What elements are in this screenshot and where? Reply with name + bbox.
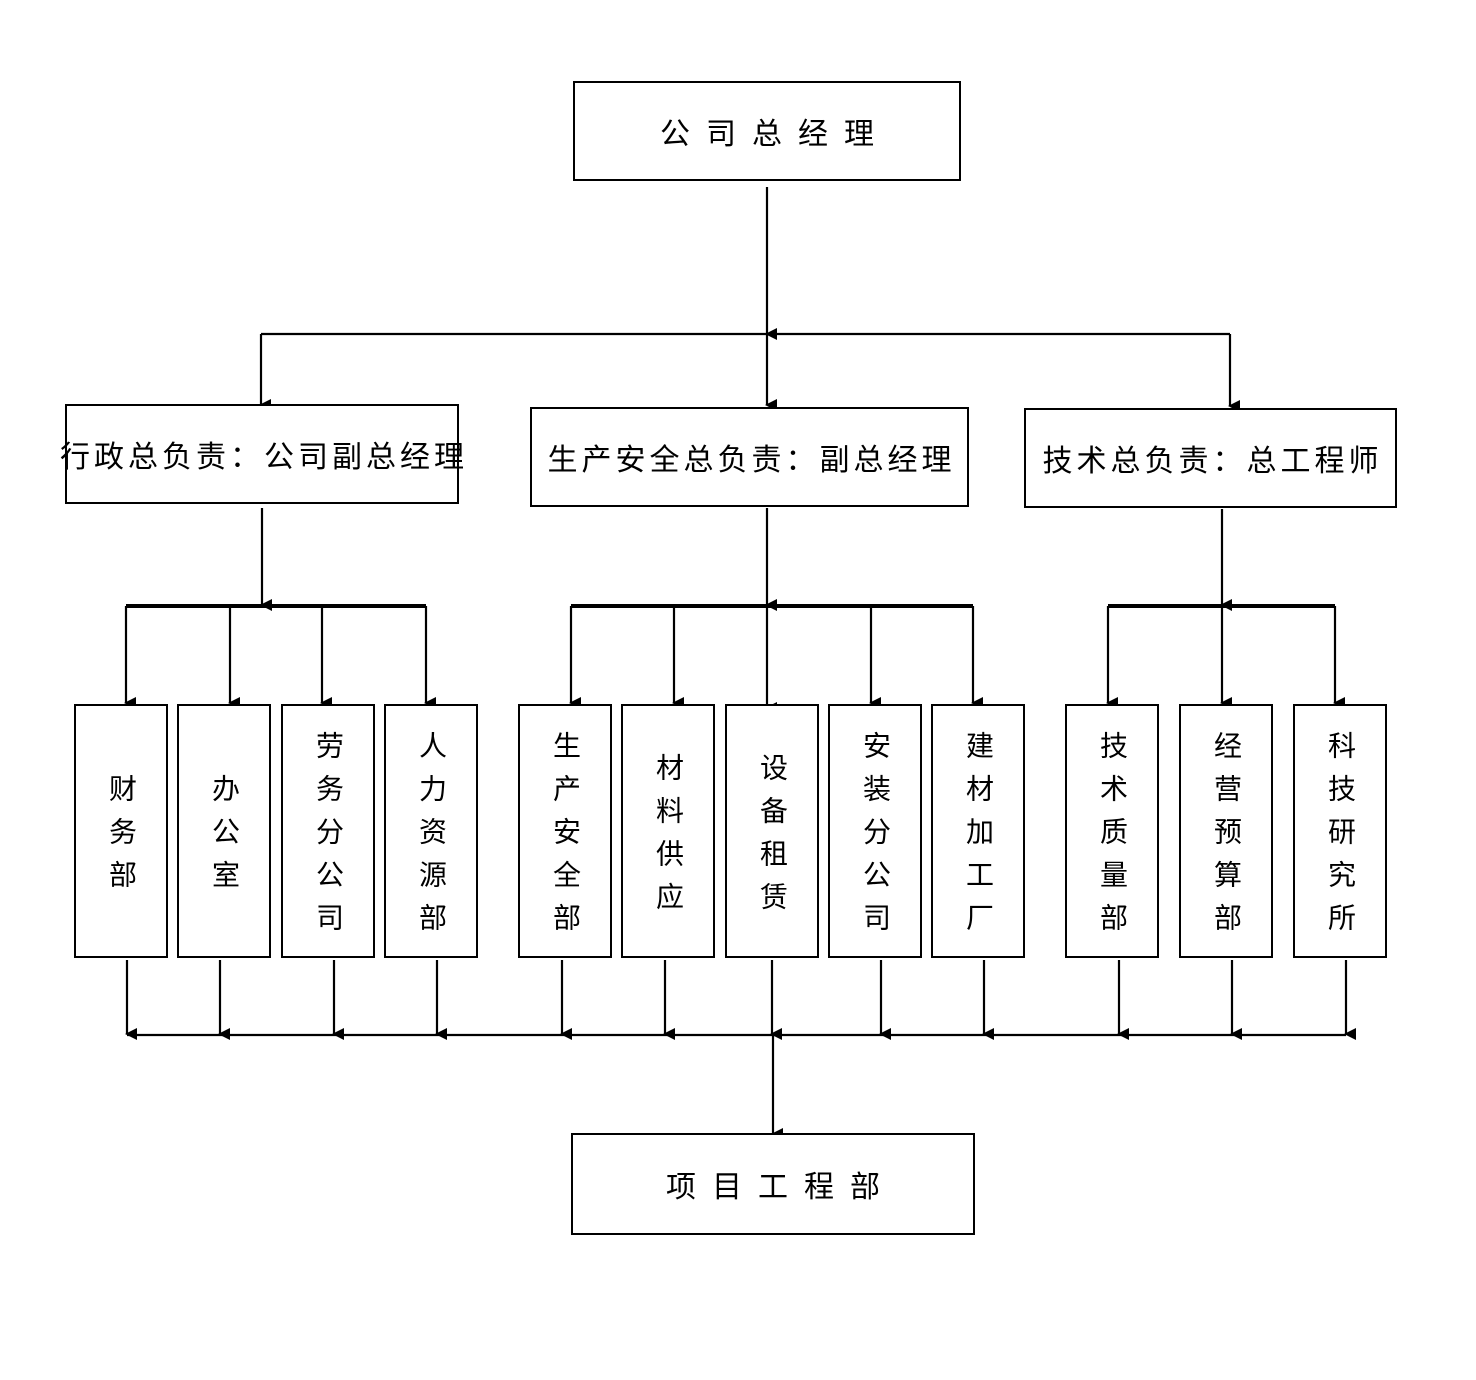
node-dept-research: 科技研究所 [1293,704,1387,958]
node-dept-materials: 材料供应 [621,704,715,958]
node-general-manager-label: 公司总经理 [660,117,890,152]
node-dept-finance: 财务部 [74,704,168,958]
node-technical-manager: 技术总负责：总工程师 [1024,408,1397,508]
node-dept-labor: 劳务分公司 [281,704,375,958]
node-dept-equipment: 设备租赁 [725,704,819,958]
node-general-manager: 公司总经理 [573,81,961,181]
node-dept-labor-label: 劳务分公司 [312,731,345,946]
node-dept-building-materials: 建材加工厂 [931,704,1025,958]
node-dept-quality-label: 技术质量部 [1096,731,1129,946]
node-dept-installation-label: 安装分公司 [859,731,892,946]
node-dept-building-materials-label: 建材加工厂 [962,731,995,946]
node-production-manager-label: 生产安全总负责：副总经理 [547,443,956,478]
node-project-department: 项目工程部 [571,1133,975,1235]
node-dept-budget-label: 经营预算部 [1210,731,1243,946]
node-technical-manager-label: 技术总负责：总工程师 [1042,444,1383,479]
node-dept-finance-label: 财务部 [105,774,138,903]
node-dept-office: 办公室 [177,704,271,958]
node-dept-office-label: 办公室 [208,774,241,903]
node-dept-equipment-label: 设备租赁 [756,752,789,925]
node-project-department-label: 项目工程部 [666,1170,896,1205]
node-admin-manager: 行政总负责：公司副总经理 [60,404,464,504]
node-dept-hr: 人力资源部 [384,704,478,958]
node-dept-installation: 安装分公司 [828,704,922,958]
node-dept-quality: 技术质量部 [1065,704,1159,958]
node-dept-production-safety-label: 生产安全部 [549,731,582,946]
node-admin-manager-label: 行政总负责：公司副总经理 [60,440,468,475]
node-dept-budget: 经营预算部 [1179,704,1273,958]
node-dept-materials-label: 材料供应 [652,752,685,925]
node-dept-research-label: 科技研究所 [1324,731,1357,946]
node-dept-hr-label: 人力资源部 [415,731,448,946]
node-production-manager: 生产安全总负责：副总经理 [530,407,969,507]
node-dept-production-safety: 生产安全部 [518,704,612,958]
